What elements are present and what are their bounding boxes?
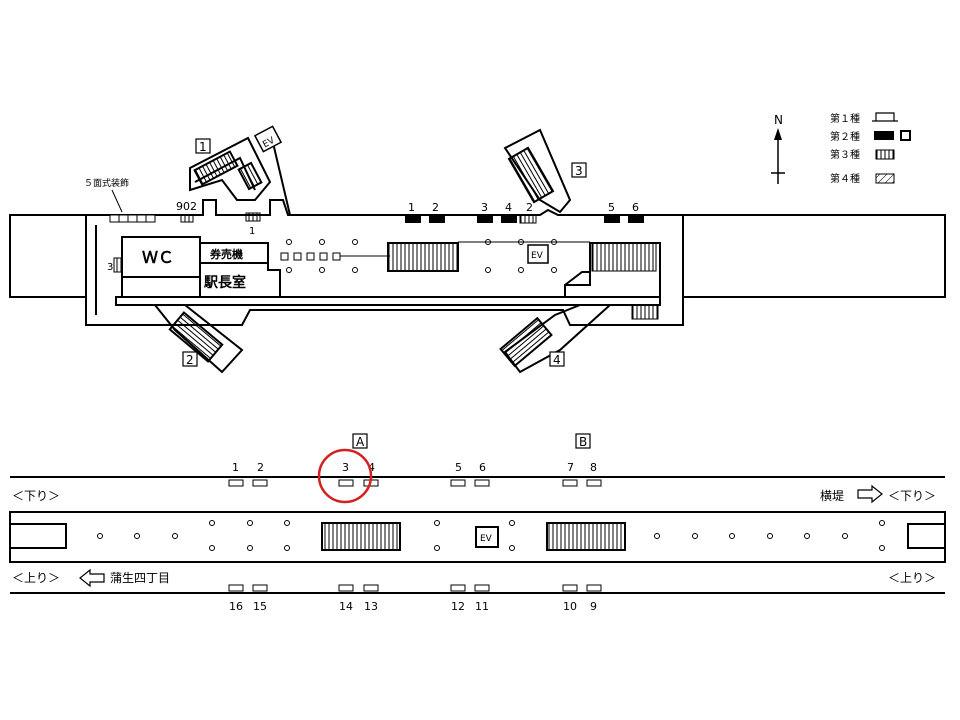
wc-room: ＷＣ — [121, 236, 201, 278]
bottom-number-13: 13 — [364, 600, 378, 613]
ad-lower-right — [631, 304, 659, 320]
bottom-number-15: 15 — [253, 600, 267, 613]
ad-902 — [180, 214, 194, 223]
section-a-badge: A — [352, 433, 368, 449]
bottom-number-16: 16 — [229, 600, 243, 613]
section-a-label: A — [356, 435, 365, 449]
exit-3-stair — [503, 128, 572, 214]
wc-label: ＷＣ — [142, 248, 174, 267]
arrow-right-icon — [857, 484, 883, 504]
direction-up-dest: 蒲生四丁目 — [110, 571, 170, 585]
direction-down-right: ＜下り＞ — [888, 489, 936, 503]
concourse-pillars — [280, 239, 557, 273]
exit-1-stair — [189, 128, 291, 216]
ev-box-concourse: EV — [527, 244, 549, 264]
exit-3-label: 3 — [575, 164, 583, 178]
exit-2-badge: 2 — [182, 351, 198, 367]
concourse-ads: 1 2 3 4 2 5 6 — [405, 201, 644, 224]
stair-down-east — [564, 242, 661, 298]
top-number-1: 1 — [232, 461, 239, 474]
ad-label-2b: 2 — [526, 201, 533, 214]
exit-1-badge: 1 — [195, 138, 211, 154]
exit-4-label: 4 — [553, 353, 561, 367]
top-number-4: 4 — [368, 461, 375, 474]
ev-box-platform: EV — [475, 526, 499, 548]
direction-up-right: ＜上り＞ — [888, 571, 936, 585]
north-label: N — [774, 113, 783, 127]
wc-lower — [121, 276, 201, 298]
direction-up-left: ＜上り＞ — [12, 571, 60, 585]
legend-type1-icon — [872, 112, 898, 122]
ad-label-5: 5 — [608, 201, 615, 214]
ticket-machine-room: 券売機 — [199, 242, 269, 264]
ad-label-6: 6 — [632, 201, 639, 214]
exit-2-label: 2 — [186, 353, 194, 367]
station-master-room: 駅長室 — [199, 262, 281, 298]
top-number-7: 7 — [567, 461, 574, 474]
legend-type2-icon — [874, 131, 894, 140]
ev-label-concourse: EV — [531, 251, 544, 261]
ev-label-platform: EV — [480, 534, 493, 544]
legend-type1-label: 第１種 — [830, 112, 860, 125]
top-number-8: 8 — [590, 461, 597, 474]
section-b-badge: B — [575, 433, 591, 449]
north-arrow: N — [771, 113, 785, 184]
ad-label-2: 2 — [432, 201, 439, 214]
left-3-label: 3 — [107, 262, 113, 273]
ad-left-3 — [113, 257, 123, 273]
ad-label-4: 4 — [505, 201, 512, 214]
top-number-3: 3 — [342, 461, 349, 474]
platform-top-numbers: 1 2 3 4 5 6 7 8 — [228, 461, 602, 487]
direction-down-dest: 横堤 — [820, 489, 844, 503]
code-902-label: 902 — [176, 200, 197, 213]
top-number-6: 6 — [479, 461, 486, 474]
legend-type4-label: 第４種 — [830, 172, 860, 185]
exit-1-label: 1 — [199, 140, 207, 154]
legend-type4-icon — [875, 173, 895, 184]
platform-end-right — [907, 523, 946, 549]
ticket-machines-label: 券売機 — [209, 247, 243, 261]
legend-type2-alt-icon — [900, 130, 911, 141]
ad-label-1: 1 — [408, 201, 415, 214]
exit-2-stair — [152, 304, 244, 374]
concourse — [9, 199, 946, 326]
bottom-number-10: 10 — [563, 600, 577, 613]
bottom-number-12: 12 — [451, 600, 465, 613]
decoration-panels — [109, 214, 156, 223]
legend-type2-label: 第２種 — [830, 130, 860, 143]
platform-bottom-numbers: 16 15 14 13 12 11 10 9 — [228, 584, 602, 613]
platform-stair-east — [546, 522, 626, 551]
ad-label-3: 3 — [481, 201, 488, 214]
legend: 第１種 第２種 第３種 第４種 — [830, 112, 911, 185]
top-number-2: 2 — [257, 461, 264, 474]
section-b-label: B — [579, 435, 587, 449]
exit-4-stair — [499, 304, 613, 374]
arrow-left-icon — [79, 568, 105, 588]
highlight-ring — [317, 448, 373, 504]
ev-box-top: EV — [253, 125, 283, 153]
top-number-5: 5 — [455, 461, 462, 474]
legend-type3-label: 第３種 — [830, 148, 860, 161]
station-master-label: 駅長室 — [204, 274, 246, 291]
decoration-label: ５面式装飾 — [84, 177, 129, 189]
bottom-number-11: 11 — [475, 600, 489, 613]
platform-end-left — [9, 523, 67, 549]
platform-pillars — [97, 520, 885, 551]
direction-down-left: ＜下り＞ — [12, 489, 60, 503]
under-902-label: 1 — [249, 226, 255, 237]
legend-type3-icon — [875, 149, 895, 160]
exit-3-badge: 3 — [571, 162, 587, 178]
ad-under — [245, 212, 261, 222]
exit-4-badge: 4 — [549, 351, 565, 367]
stair-down-west — [387, 242, 459, 272]
bottom-number-14: 14 — [339, 600, 353, 613]
bottom-number-9: 9 — [590, 600, 597, 613]
platform-stair-west — [321, 522, 401, 551]
